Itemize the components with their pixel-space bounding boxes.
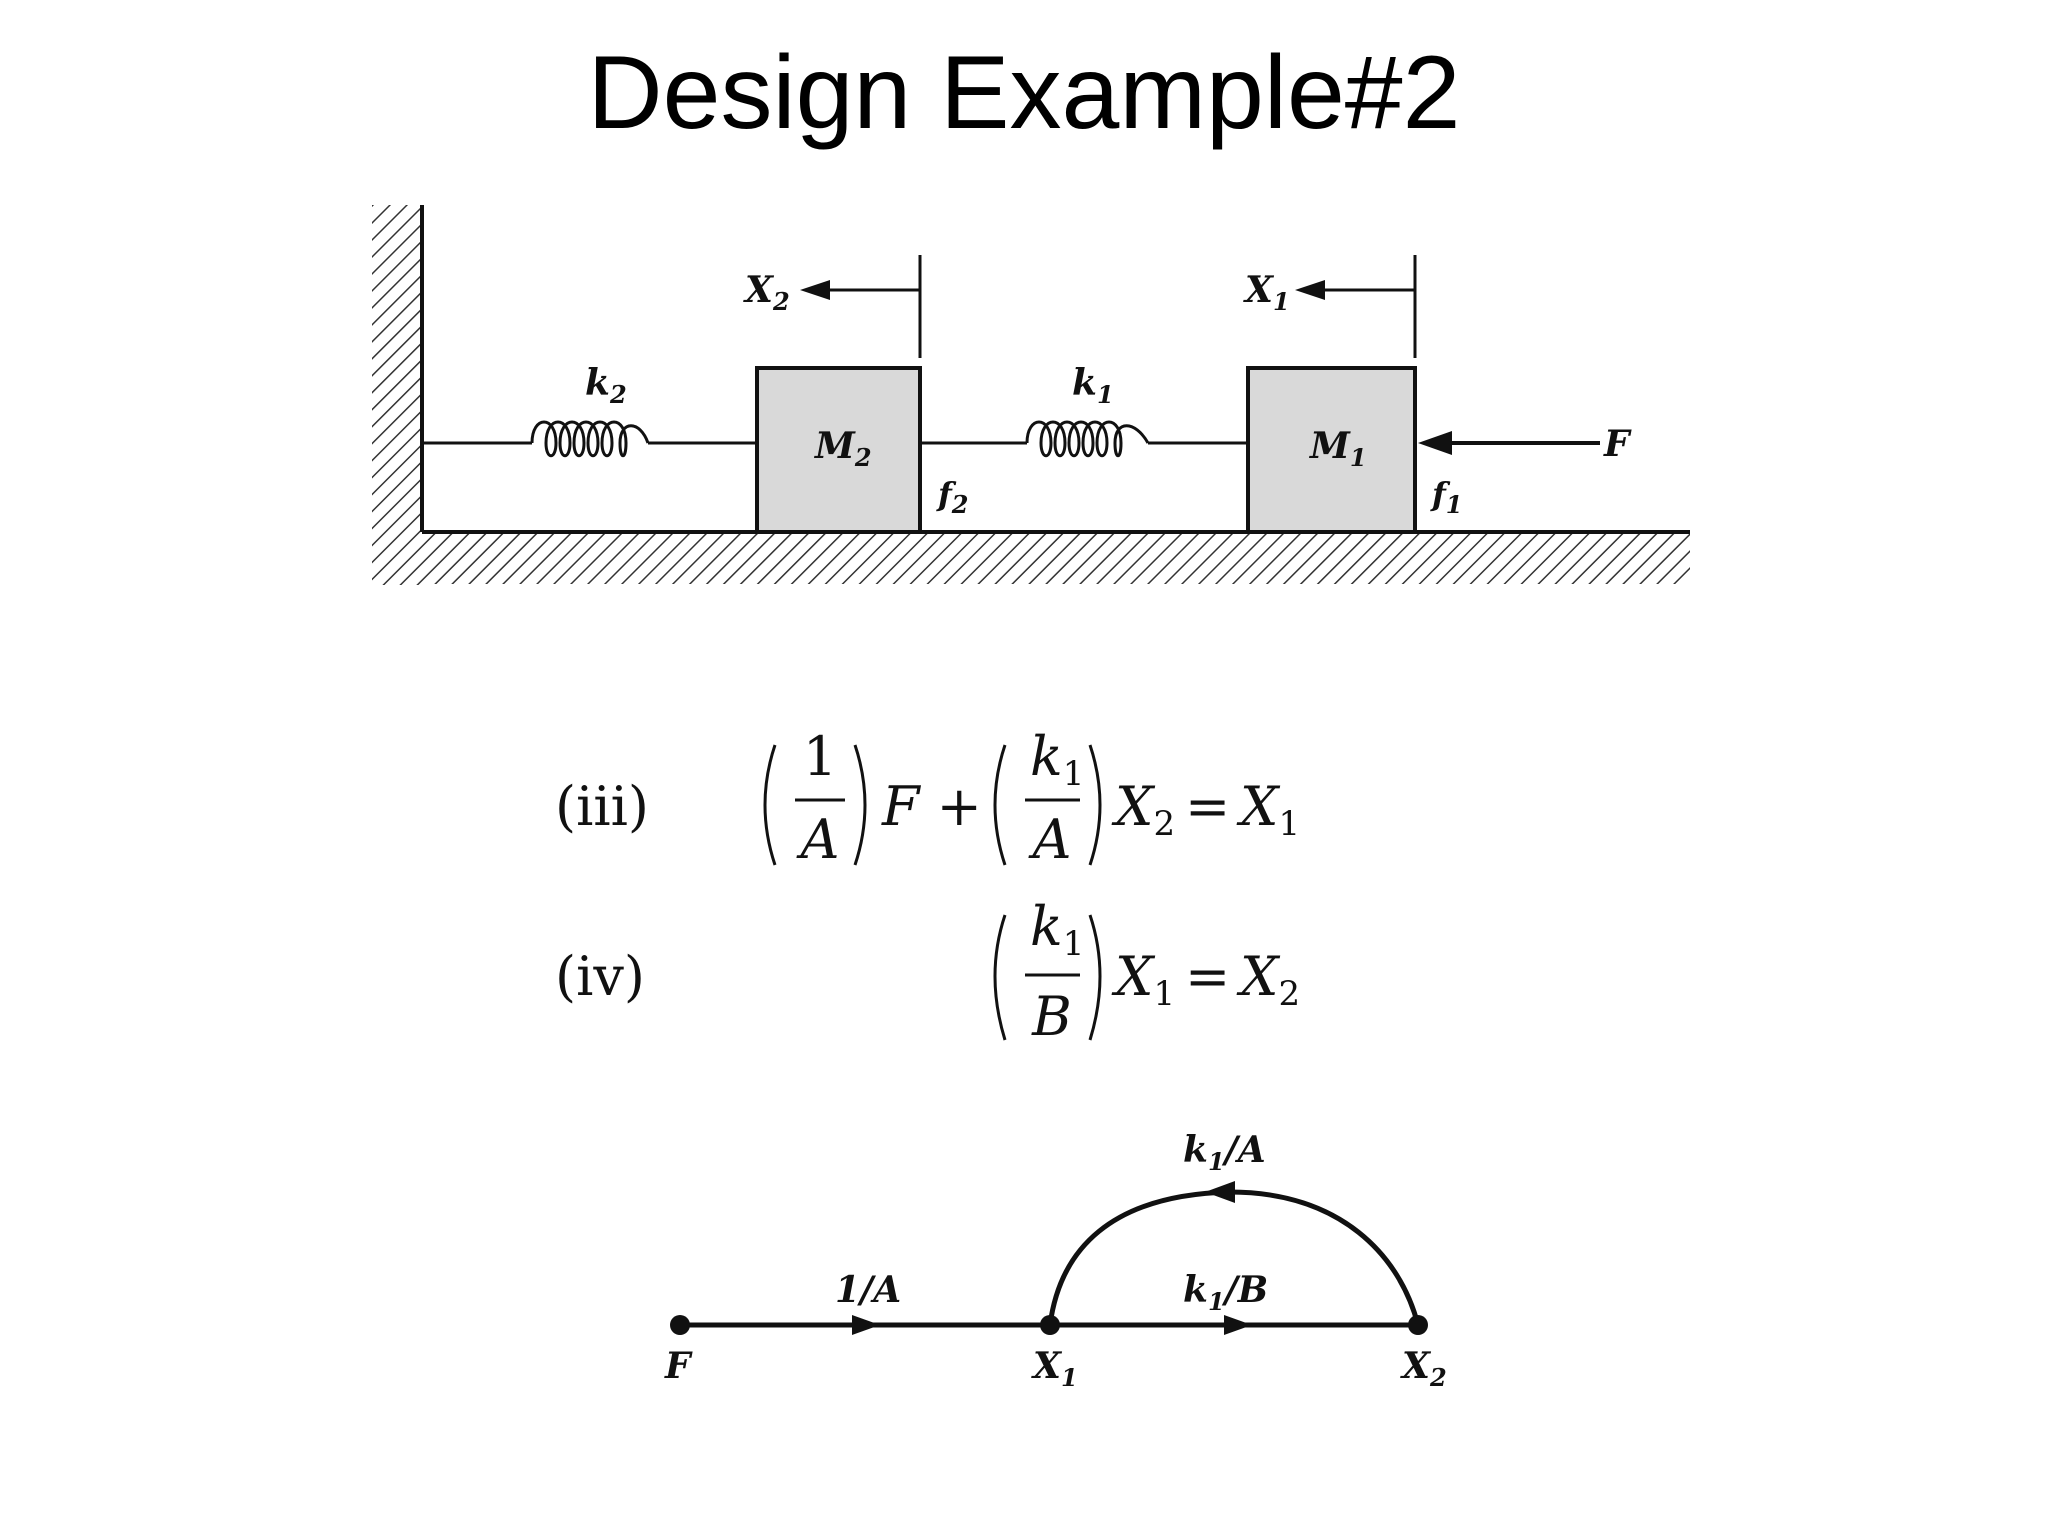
node-f [670, 1315, 690, 1335]
f1-label: f1 [1430, 475, 1462, 519]
spring-k1 [920, 420, 1248, 458]
edge-x1-x2-arrow-icon [1224, 1315, 1252, 1335]
eq3-rhs: X1 [1236, 775, 1300, 844]
spring-k2 [422, 420, 757, 458]
eq3-term1: F + [881, 775, 982, 838]
edge-f-x1-arrow-icon [852, 1315, 880, 1335]
eq4-equals: = [1185, 945, 1230, 1008]
equations: (iii) 1 A F + k1 A X2 = X1 (iv) k1 B X1 … [555, 725, 1300, 1048]
gain-k1-over-a: k1/A [1183, 1129, 1266, 1176]
gain-1-over-a: 1/A [835, 1269, 901, 1311]
edge-x2-x1-arrow-icon [1205, 1181, 1235, 1203]
eq3-paren-close-1 [853, 744, 867, 866]
eq3-frac2-num: k1 [1030, 725, 1084, 794]
x2-arrow-head-icon [800, 280, 830, 300]
mass-m1 [1246, 366, 1417, 534]
eq4-paren-open [993, 914, 1007, 1041]
node-x2-label: X2 [1400, 1345, 1447, 1392]
m2-label: M2 [813, 425, 872, 472]
gain-k1-over-b: k1/B [1183, 1269, 1268, 1316]
eq4-frac-num: k1 [1030, 895, 1084, 964]
m1-label: M1 [1308, 425, 1367, 472]
eq3-frac1-den: A [796, 808, 840, 871]
eq3-paren-open-2 [993, 744, 1007, 866]
signal-flow-graph: F X1 X2 1/A k1/B k1/A [664, 1129, 1447, 1392]
mechanical-diagram: k2 M2 f2 X2 k1 M1 f1 X1 F [372, 205, 1690, 585]
k1-label: k1 [1072, 362, 1114, 409]
wall-hatching [372, 205, 422, 585]
x2-label: X2 [743, 269, 790, 316]
k2-label: k2 [585, 362, 627, 409]
node-x1-label: X1 [1031, 1345, 1078, 1392]
x1-label: X1 [1243, 269, 1290, 316]
eq3-tag: (iii) [555, 775, 649, 838]
ground-hatching [372, 532, 1690, 584]
node-x1 [1040, 1315, 1060, 1335]
slide-title: Design Example#2 [588, 35, 1461, 151]
eq3-lhs: X2 [1111, 775, 1175, 844]
eq4-paren-close [1088, 914, 1102, 1041]
x1-arrow-head-icon [1295, 280, 1325, 300]
eq3-equals: = [1185, 775, 1230, 838]
node-x2 [1408, 1315, 1428, 1335]
force-label: F [1603, 423, 1632, 465]
eq3-paren-close-2 [1088, 744, 1102, 866]
f2-label: f2 [936, 475, 968, 519]
eq4-frac-den: B [1031, 985, 1072, 1048]
mass-m2 [755, 366, 922, 534]
eq3-frac1-num: 1 [803, 725, 837, 788]
eq4-tag: (iv) [555, 945, 645, 1008]
eq4-lhs: X1 [1111, 945, 1175, 1014]
eq3-frac2-den: A [1028, 808, 1072, 871]
eq3-paren-open-1 [763, 744, 777, 866]
node-f-label: F [664, 1345, 693, 1387]
force-arrow-head-icon [1418, 431, 1452, 455]
eq4-rhs: X2 [1236, 945, 1300, 1014]
